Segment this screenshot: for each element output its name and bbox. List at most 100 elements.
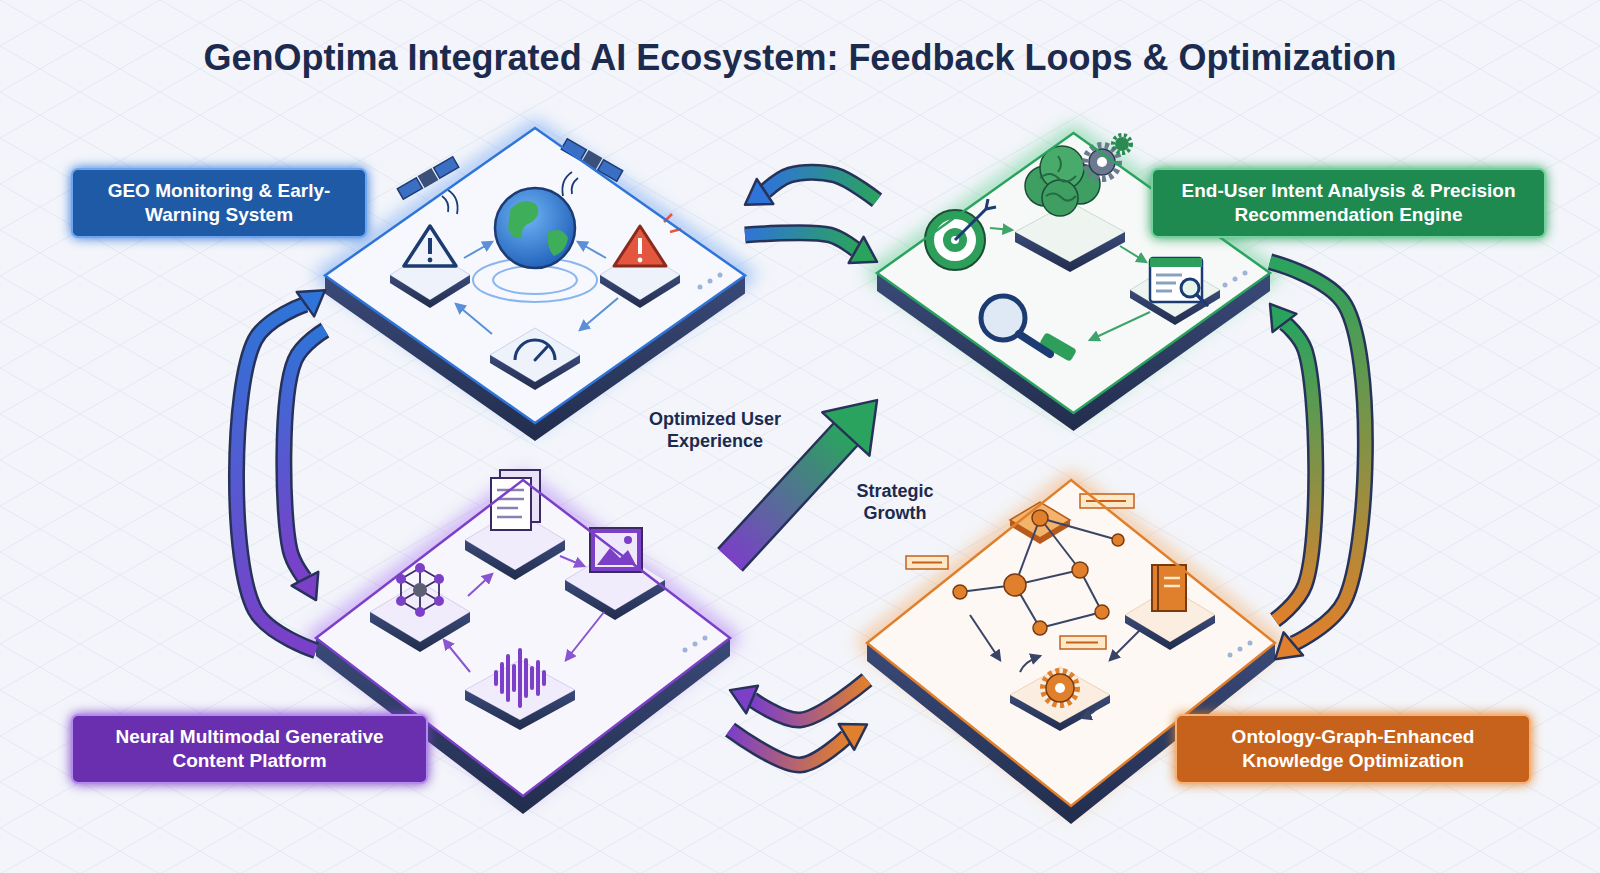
arrow-shaft xyxy=(730,730,846,765)
arrow-outline xyxy=(730,434,846,560)
art-line xyxy=(456,304,492,334)
art-line xyxy=(468,574,492,596)
art-line xyxy=(1156,274,1182,277)
platform-outline xyxy=(325,128,745,423)
art-path xyxy=(562,172,578,196)
art-line xyxy=(1120,246,1146,262)
art-g xyxy=(561,138,623,182)
platform-label: Ontology-Graph-Enhanced Knowledge Optimi… xyxy=(1175,714,1531,784)
art-line xyxy=(578,242,606,258)
arrow-head xyxy=(849,237,877,263)
art-circle xyxy=(1113,135,1131,153)
feedback-arrow xyxy=(236,290,325,650)
art-circle xyxy=(434,574,444,584)
art-circle xyxy=(1055,683,1065,693)
arrow-shaft xyxy=(730,434,846,560)
art-line xyxy=(1164,585,1180,588)
feedback-arrow xyxy=(745,172,877,205)
art-line xyxy=(560,556,584,566)
art-circle xyxy=(1043,671,1077,705)
art-line xyxy=(1086,500,1126,502)
geo-platform xyxy=(325,128,745,441)
art-path xyxy=(401,568,439,612)
title-layer: GenOptima Integrated AI Ecosystem: Feedb… xyxy=(0,0,1600,80)
art-line xyxy=(524,660,528,696)
art-line xyxy=(530,668,534,688)
art-line xyxy=(464,242,492,258)
platform-node: Ontology-Graph-Enhanced Knowledge Optimi… xyxy=(867,480,1275,806)
arrow-shaft xyxy=(745,233,856,250)
art-circle xyxy=(1097,157,1107,167)
art-circle xyxy=(638,258,643,263)
platform-label: GEO Monitoring & Early-Warning System xyxy=(71,168,367,238)
art-circle xyxy=(698,285,703,290)
art-circle xyxy=(1248,641,1253,646)
art-line xyxy=(1156,290,1172,293)
art-ellipse xyxy=(493,266,577,294)
platform-node: End-User Intent Analysis & Precision Rec… xyxy=(877,133,1270,413)
arrow-head xyxy=(822,400,877,456)
art-line xyxy=(428,238,432,254)
art-path xyxy=(1082,704,1100,718)
art-polygon xyxy=(370,612,470,652)
art-line xyxy=(506,656,510,700)
art-line xyxy=(970,615,1000,660)
art-g xyxy=(496,650,544,706)
art-line xyxy=(535,347,547,360)
art-circle xyxy=(683,648,688,653)
art-rect xyxy=(598,160,623,181)
arrow-head xyxy=(745,179,773,205)
platform-edge xyxy=(325,128,745,423)
art-line xyxy=(638,238,642,254)
art-rect xyxy=(1060,636,1106,649)
arrow-outline xyxy=(1275,323,1316,620)
art-circle xyxy=(1115,137,1129,151)
art-line xyxy=(1040,518,1080,570)
art-polygon xyxy=(1010,667,1110,723)
art-line xyxy=(536,662,540,694)
art-line xyxy=(912,562,942,564)
art-circle xyxy=(1233,277,1238,282)
arrow-head xyxy=(1270,304,1296,332)
art-circle xyxy=(1238,647,1243,652)
feedback-arrow xyxy=(730,724,867,765)
art-path xyxy=(442,190,458,214)
flow-note: Strategic Growth xyxy=(835,480,955,524)
art-line xyxy=(580,298,618,330)
arrow-outline xyxy=(752,680,867,720)
art-line xyxy=(518,650,522,706)
art-polygon xyxy=(490,328,580,382)
art-circle xyxy=(428,258,433,263)
art-circle xyxy=(718,273,723,278)
art-line xyxy=(542,672,546,684)
art-line xyxy=(1066,642,1098,644)
art-path xyxy=(404,226,456,266)
art-circle xyxy=(396,596,406,606)
art-circle xyxy=(1004,574,1026,596)
art-path xyxy=(1020,656,1040,672)
arrow-head xyxy=(1275,632,1303,659)
arrow-shaft xyxy=(765,172,877,200)
art-line xyxy=(494,672,498,684)
art-polygon xyxy=(1015,232,1125,272)
arrow-head xyxy=(297,290,325,316)
art-circle xyxy=(415,607,425,617)
art-line xyxy=(1156,282,1176,285)
art-line xyxy=(990,228,1012,230)
art-line xyxy=(1040,612,1102,628)
art-rect xyxy=(1080,494,1134,508)
label-slot: Strategic Growth xyxy=(835,480,955,524)
art-polygon xyxy=(465,540,565,580)
art-circle xyxy=(1046,674,1074,702)
label-slot: Optimized User Experience xyxy=(630,408,800,452)
platform-node: GEO Monitoring & Early-Warning System xyxy=(325,128,745,423)
art-line xyxy=(1090,312,1150,340)
art-polygon xyxy=(325,128,745,423)
art-path xyxy=(548,230,568,256)
diagram-title: GenOptima Integrated AI Ecosystem: Feedb… xyxy=(0,0,1600,80)
art-circle xyxy=(703,636,708,641)
art-g xyxy=(960,518,1118,628)
art-path xyxy=(986,199,996,209)
art-circle xyxy=(1032,510,1048,526)
